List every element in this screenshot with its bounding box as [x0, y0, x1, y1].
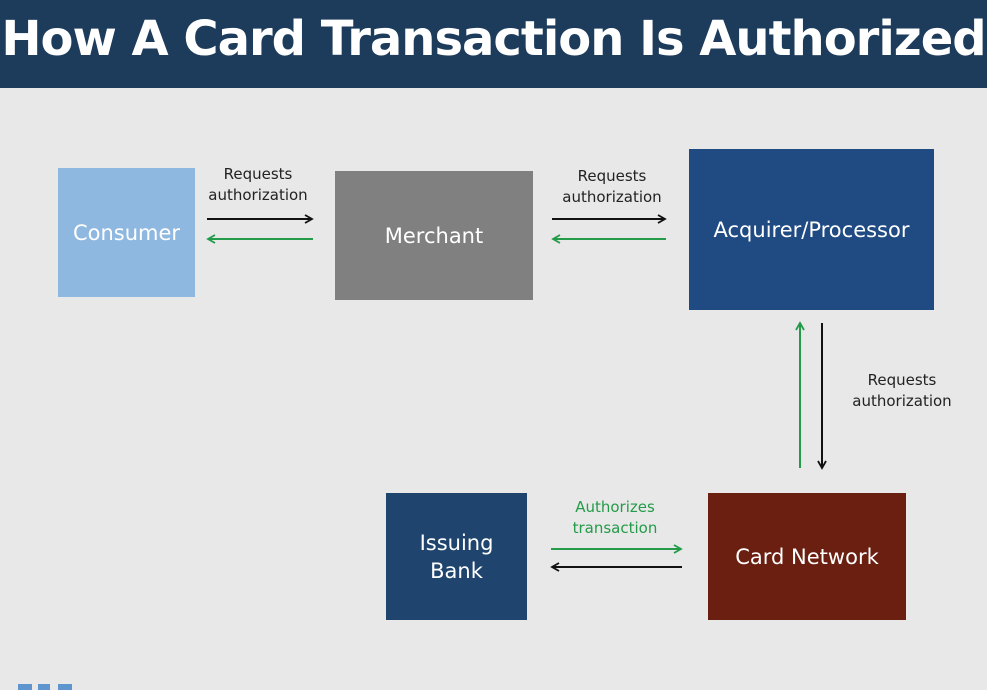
- issuing-bank-label: Issuing Bank: [419, 530, 494, 583]
- card-network-node: Card Network: [708, 493, 906, 620]
- card-network-label: Card Network: [735, 544, 879, 569]
- merchant-label: Merchant: [384, 223, 484, 248]
- issuing-bank-node: Issuing Bank: [386, 493, 527, 620]
- consumer-label: Consumer: [72, 220, 181, 245]
- merchant-node: Merchant: [335, 171, 533, 300]
- consumer-merchant-edge-label: Requests authorization: [208, 165, 308, 204]
- merchant-acquirer-edge-label: Requests authorization: [562, 167, 662, 206]
- page-title: How A Card Transaction Is Authorized: [1, 11, 986, 67]
- acquirer-processor-node: Acquirer/Processor: [689, 149, 934, 310]
- consumer-node: Consumer: [58, 168, 195, 297]
- logo-fragment-icon: [18, 684, 72, 690]
- bank-network-edge-label: Authorizes transaction: [572, 498, 658, 537]
- acquirer-network-edge-label: Requests authorization: [852, 371, 952, 410]
- acquirer-processor-label: Acquirer/Processor: [713, 217, 910, 242]
- title-banner: How A Card Transaction Is Authorized: [0, 0, 987, 88]
